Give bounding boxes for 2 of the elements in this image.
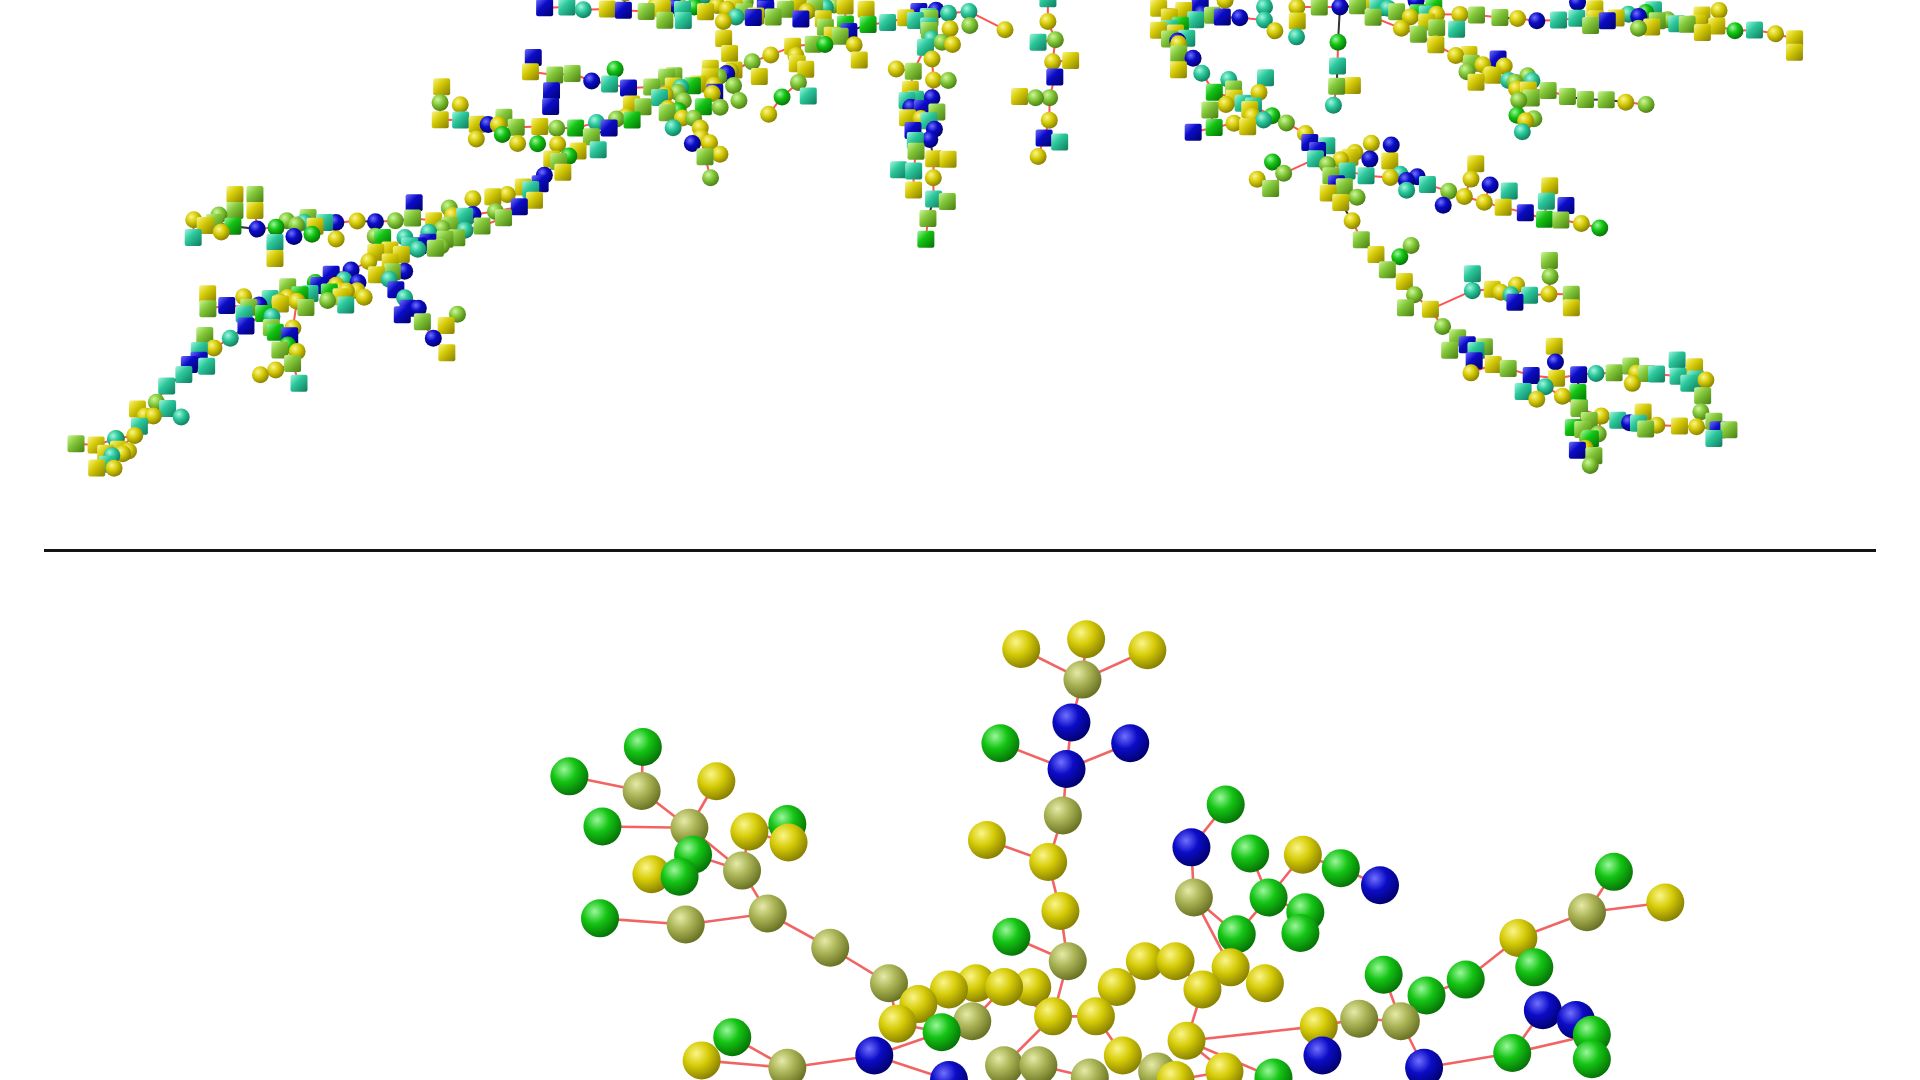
ball-and-stick-network <box>549 619 1686 1080</box>
branching-network-graph <box>66 0 1805 478</box>
